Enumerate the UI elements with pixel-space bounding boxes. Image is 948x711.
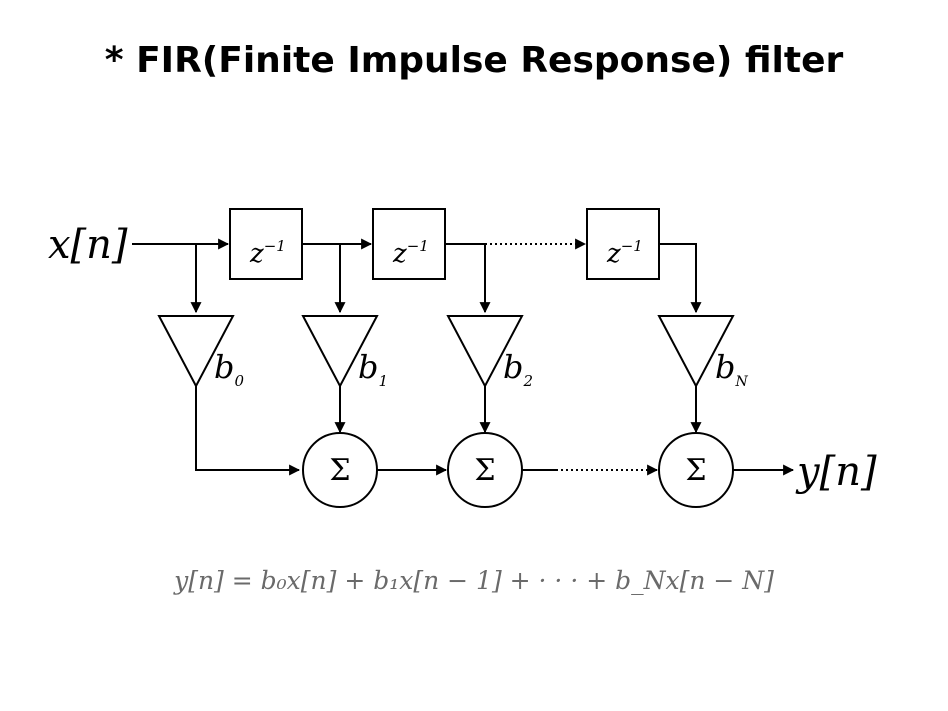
gain-triangle-2 (446, 315, 524, 389)
input-label: x[n] (48, 222, 128, 268)
adder-symbol-2: Σ (474, 453, 495, 488)
coefficient-label-2: b2 (503, 348, 533, 390)
adder-symbol-n: Σ (685, 453, 706, 488)
output-label: y[n] (795, 449, 877, 495)
delay-label-2: z−1 (392, 237, 429, 269)
adder-symbol-1: Σ (329, 453, 350, 488)
coefficient-label-n: bN (715, 348, 748, 390)
gain-triangle-1 (301, 315, 379, 389)
gain-0-out-line (195, 386, 301, 476)
gain-triangle-n (657, 315, 735, 389)
gain-triangle-0 (157, 315, 235, 389)
tap-n-line (659, 243, 702, 314)
coefficient-label-1: b1 (358, 348, 388, 390)
delay-label-1: z−1 (249, 237, 286, 269)
coefficient-label-0: b0 (214, 348, 244, 390)
delay-label-3: z−1 (606, 237, 643, 269)
fir-equation: y[n] = b₀x[n] + b₁x[n − 1] + · · · + b_N… (174, 566, 774, 595)
page-title: * FIR(Finite Impulse Response) filter (104, 40, 844, 81)
